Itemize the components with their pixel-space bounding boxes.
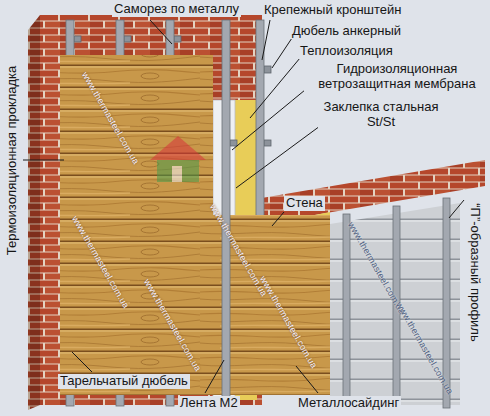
wood-siding xyxy=(60,55,330,395)
u-profile xyxy=(256,20,264,216)
watermark: www.thermasteel.com.ua xyxy=(69,214,130,310)
part-label: Термоизоляционная прокладка xyxy=(6,63,21,257)
part-label: Саморез по металлу xyxy=(112,2,241,17)
part-label: Тарельчатый дюбель xyxy=(58,374,190,389)
watermark: www.thermasteel.com.ua xyxy=(141,277,202,373)
wood-panel xyxy=(60,215,330,395)
grey-siding xyxy=(330,198,460,408)
part-label: Гидроизоляционная ветрозащитная мембрана xyxy=(304,62,490,92)
part-label: Крепежный кронштейн xyxy=(262,3,403,18)
part-label: Стена xyxy=(284,196,325,211)
part-label: Теплоизоляция xyxy=(298,44,395,59)
logo-mark xyxy=(150,136,206,182)
watermark: www.thermasteel.com.ua xyxy=(393,300,454,396)
wood-panel xyxy=(60,55,213,215)
part-label: Заклепка стальная St/St xyxy=(318,100,444,130)
wall-side xyxy=(28,15,40,410)
part-label: Лента М2 xyxy=(178,396,240,411)
part-label: “П”-образный профиль xyxy=(467,201,482,344)
watermark: www.thermasteel.com.ua xyxy=(257,274,318,370)
watermark: www.thermasteel.com.ua xyxy=(79,70,140,166)
part-label: Дюбель анкерный xyxy=(290,24,403,39)
part-label: Металлосайдинг xyxy=(296,396,401,411)
